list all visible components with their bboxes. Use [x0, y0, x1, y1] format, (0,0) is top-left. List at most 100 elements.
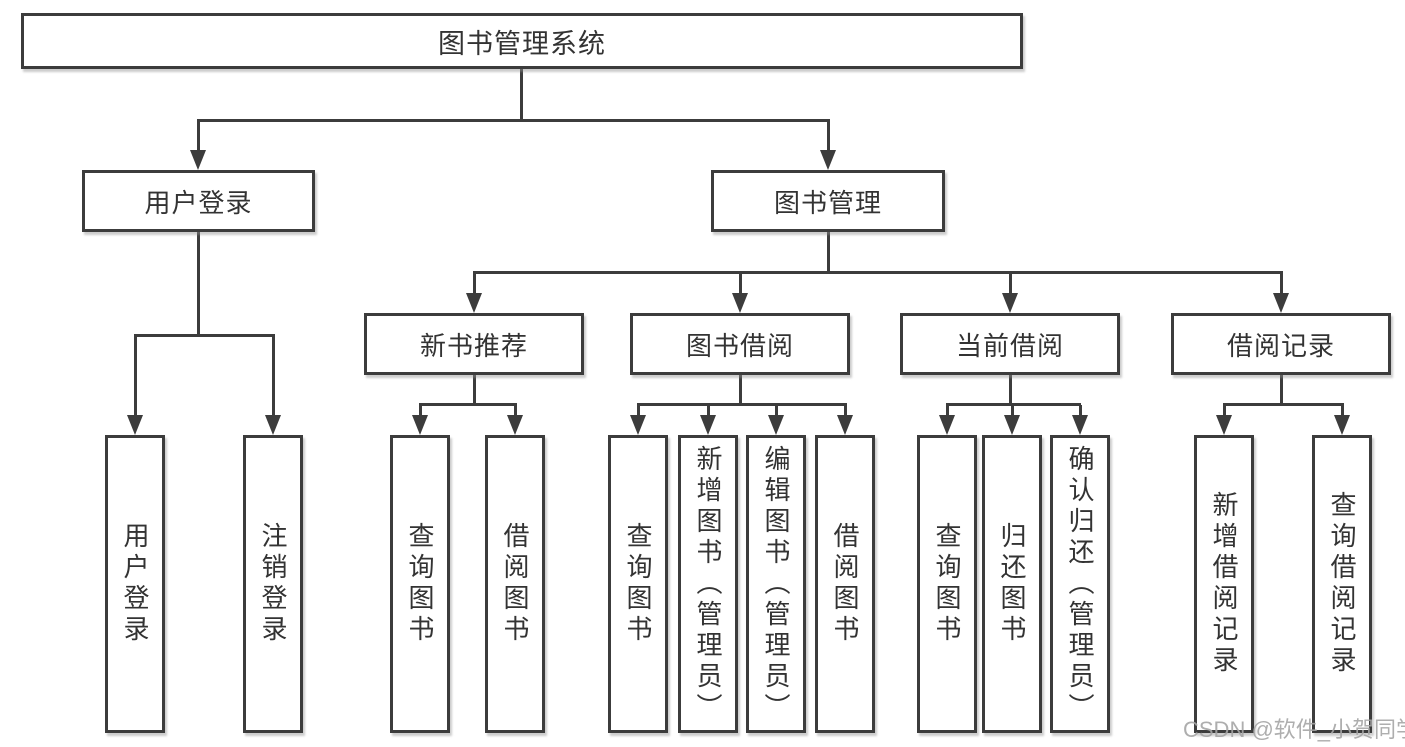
connector-line: [197, 121, 200, 154]
down-arrow: [265, 336, 281, 435]
down-arrow: [1273, 273, 1289, 313]
node-library-management-system: 图书管理系统: [21, 13, 1023, 69]
connector-line: [739, 273, 742, 297]
down-arrow: [1216, 405, 1232, 435]
leaf-label: 注销登录: [258, 522, 288, 646]
leaf-label: 新增借阅记录: [1209, 491, 1239, 677]
leaf-borrow-books-recommend: 借阅图书: [485, 435, 545, 733]
connector-line: [473, 273, 476, 297]
leaf-query-books-recommend: 查询图书: [390, 435, 450, 733]
leaf-label: 新增图书（管理员）: [693, 444, 723, 724]
connector-line: [473, 374, 476, 406]
connector-line: [1011, 405, 1014, 419]
connector-line: [739, 374, 742, 406]
connector-line: [473, 271, 1283, 274]
down-arrow: [837, 405, 853, 435]
node-book-management: 图书管理: [711, 170, 945, 232]
down-arrow: [1004, 405, 1020, 435]
leaf-logout: 注销登录: [243, 435, 303, 733]
connector-line: [1223, 405, 1226, 419]
connector-line: [827, 121, 830, 154]
arrowhead-icon: [732, 293, 748, 313]
leaf-label: 借阅图书: [500, 522, 530, 646]
connector-line: [419, 405, 422, 419]
leaf-label: 借阅图书: [830, 522, 860, 646]
connector-line: [134, 336, 137, 419]
node-current-borrowing: 当前借阅: [900, 313, 1120, 375]
node-borrowing-records: 借阅记录: [1171, 313, 1391, 375]
arrowhead-icon: [837, 415, 853, 435]
node-book-borrowing: 图书借阅: [630, 313, 850, 375]
down-arrow: [127, 336, 143, 435]
arrowhead-icon: [768, 415, 784, 435]
connector-line: [844, 405, 847, 419]
connector-line: [827, 231, 830, 273]
leaf-label: 用户登录: [120, 522, 150, 646]
arrowhead-icon: [700, 415, 716, 435]
arrowhead-icon: [190, 150, 206, 170]
leaf-label: 编辑图书（管理员）: [761, 444, 791, 724]
csdn-watermark: CSDN @软件_小贺同学: [1183, 717, 1405, 742]
connector-line: [514, 405, 517, 419]
connector-line: [775, 405, 778, 419]
node-user-login: 用户登录: [82, 170, 315, 232]
arrowhead-icon: [1072, 415, 1088, 435]
arrowhead-icon: [1002, 293, 1018, 313]
connector-line: [637, 403, 847, 406]
down-arrow: [507, 405, 523, 435]
leaf-label: 确认归还（管理员）: [1065, 444, 1095, 724]
connector-line: [707, 405, 710, 419]
leaf-query-borrow-record: 查询借阅记录: [1312, 435, 1372, 733]
arrowhead-icon: [466, 293, 482, 313]
arrowhead-icon: [265, 415, 281, 435]
arrowhead-icon: [507, 415, 523, 435]
down-arrow: [768, 405, 784, 435]
arrowhead-icon: [1216, 415, 1232, 435]
leaf-label: 查询图书: [932, 522, 962, 646]
connector-line: [1079, 405, 1082, 419]
connector-line: [1341, 405, 1344, 419]
arrowhead-icon: [630, 415, 646, 435]
down-arrow: [412, 405, 428, 435]
leaf-add-borrow-record: 新增借阅记录: [1194, 435, 1254, 733]
arrowhead-icon: [127, 415, 143, 435]
connector-line: [946, 405, 949, 419]
connector-line: [272, 336, 275, 419]
connector-line: [946, 403, 1081, 406]
connector-line: [1223, 403, 1344, 406]
arrowhead-icon: [1334, 415, 1350, 435]
connector-line: [197, 231, 200, 337]
connector-line: [520, 68, 523, 122]
leaf-label: 归还图书: [997, 522, 1027, 646]
connector-line: [134, 334, 275, 337]
down-arrow: [190, 121, 206, 170]
leaf-add-books-admin: 新增图书（管理员）: [678, 435, 738, 733]
leaf-confirm-return-admin: 确认归还（管理员）: [1050, 435, 1110, 733]
connector-line: [637, 405, 640, 419]
down-arrow: [630, 405, 646, 435]
leaf-query-books-borrow: 查询图书: [608, 435, 668, 733]
leaf-edit-books-admin: 编辑图书（管理员）: [746, 435, 806, 733]
leaf-label: 查询图书: [623, 522, 653, 646]
down-arrow: [1002, 273, 1018, 313]
arrowhead-icon: [1004, 415, 1020, 435]
connector-line: [197, 119, 830, 122]
down-arrow: [1334, 405, 1350, 435]
down-arrow: [466, 273, 482, 313]
down-arrow: [820, 121, 836, 170]
arrowhead-icon: [1273, 293, 1289, 313]
leaf-user-login: 用户登录: [105, 435, 165, 733]
arrowhead-icon: [412, 415, 428, 435]
down-arrow: [939, 405, 955, 435]
down-arrow: [700, 405, 716, 435]
connector-line: [1280, 374, 1283, 406]
leaf-label: 查询借阅记录: [1327, 491, 1357, 677]
down-arrow: [1072, 405, 1088, 435]
arrowhead-icon: [939, 415, 955, 435]
leaf-borrow-books: 借阅图书: [815, 435, 875, 733]
connector-line: [1009, 374, 1012, 406]
leaf-query-books-current: 查询图书: [917, 435, 977, 733]
connector-line: [1009, 273, 1012, 297]
node-new-book-recommendation: 新书推荐: [364, 313, 584, 375]
